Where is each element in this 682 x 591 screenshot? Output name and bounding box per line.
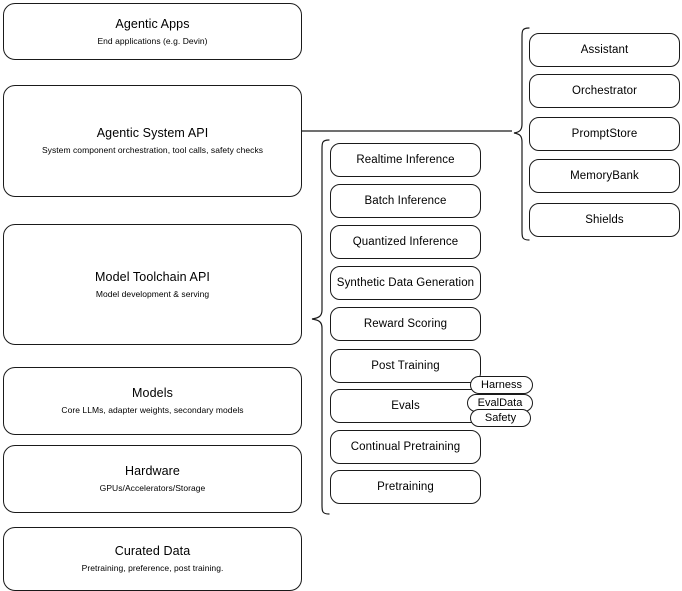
- component-label: Assistant: [580, 44, 629, 56]
- layer-subtitle: Pretraining, preference, post training.: [81, 563, 224, 573]
- pill-label: Harness: [481, 379, 522, 391]
- capability-label: Batch Inference: [364, 195, 447, 207]
- capability-label: Reward Scoring: [363, 318, 448, 330]
- system-component-shields[interactable]: Shields: [529, 203, 680, 237]
- layer-box-model-toolchain-api[interactable]: Model Toolchain API Model development & …: [3, 224, 302, 345]
- layer-subtitle: Core LLMs, adapter weights, secondary mo…: [61, 405, 244, 415]
- capability-label: Continual Pretraining: [350, 441, 461, 453]
- layer-box-agentic-apps[interactable]: Agentic Apps End applications (e.g. Devi…: [3, 3, 302, 60]
- layer-title: Agentic System API: [96, 126, 209, 140]
- capability-box-batch-inference[interactable]: Batch Inference: [330, 184, 481, 218]
- capability-box-pretraining[interactable]: Pretraining: [330, 470, 481, 504]
- layer-title: Curated Data: [114, 544, 191, 558]
- capability-label: Realtime Inference: [356, 154, 455, 166]
- layer-box-models[interactable]: Models Core LLMs, adapter weights, secon…: [3, 367, 302, 435]
- pill-label: Safety: [484, 412, 517, 424]
- capability-box-continual-pretraining[interactable]: Continual Pretraining: [330, 430, 481, 464]
- system-component-orchestrator[interactable]: Orchestrator: [529, 74, 680, 108]
- brace-toolchain-capabilities: [310, 138, 332, 518]
- system-component-promptstore[interactable]: PromptStore: [529, 117, 680, 151]
- capability-label: Post Training: [371, 360, 440, 372]
- layer-box-agentic-system-api[interactable]: Agentic System API System component orch…: [3, 85, 302, 197]
- layer-subtitle: End applications (e.g. Devin): [97, 35, 208, 46]
- evals-subitem-harness[interactable]: Harness: [470, 376, 533, 394]
- capability-box-evals[interactable]: Evals: [330, 389, 481, 423]
- system-component-assistant[interactable]: Assistant: [529, 33, 680, 67]
- capability-box-realtime-inference[interactable]: Realtime Inference: [330, 143, 481, 177]
- layer-title: Models: [132, 386, 173, 400]
- layer-box-curated-data[interactable]: Curated Data Pretraining, preference, po…: [3, 527, 302, 591]
- capability-box-quantized-inference[interactable]: Quantized Inference: [330, 225, 481, 259]
- component-label: Shields: [585, 214, 624, 226]
- layer-title: Model Toolchain API: [95, 269, 210, 284]
- pill-label: EvalData: [477, 397, 523, 409]
- layer-box-hardware[interactable]: Hardware GPUs/Accelerators/Storage: [3, 445, 302, 513]
- component-label: PromptStore: [571, 128, 638, 140]
- capability-box-reward-scoring[interactable]: Reward Scoring: [330, 307, 481, 341]
- capability-label: Synthetic Data Generation: [336, 277, 475, 289]
- capability-box-post-training[interactable]: Post Training: [330, 349, 481, 383]
- layer-title: Hardware: [125, 464, 180, 478]
- component-label: MemoryBank: [570, 170, 639, 182]
- layer-subtitle: Model development & serving: [95, 288, 210, 299]
- capability-box-synthetic-data-generation[interactable]: Synthetic Data Generation: [330, 266, 481, 300]
- layer-subtitle: GPUs/Accelerators/Storage: [99, 483, 206, 493]
- capability-label: Pretraining: [377, 481, 434, 493]
- evals-subitem-safety[interactable]: Safety: [470, 409, 531, 427]
- layer-title: Agentic Apps: [115, 16, 190, 31]
- layer-subtitle: System component orchestration, tool cal…: [41, 145, 264, 155]
- component-label: Orchestrator: [571, 85, 638, 97]
- capability-label: Quantized Inference: [352, 236, 459, 248]
- system-component-memorybank[interactable]: MemoryBank: [529, 159, 680, 193]
- capability-label: Evals: [391, 400, 420, 412]
